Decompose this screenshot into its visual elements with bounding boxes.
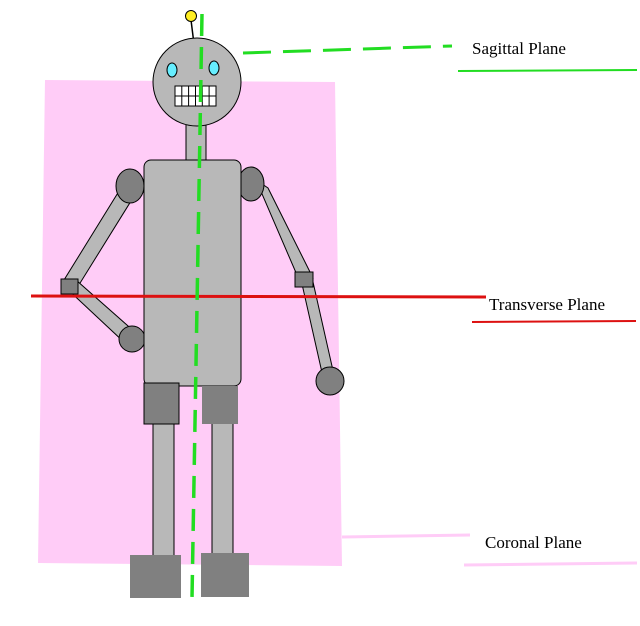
left-hip (144, 383, 179, 424)
transverse-plane-label: Transverse Plane (489, 295, 605, 314)
coronal-label-underline (464, 563, 637, 565)
right-hip (202, 386, 238, 424)
right-eye (209, 61, 219, 75)
left-shoulder (116, 169, 144, 203)
robot-torso (144, 160, 241, 386)
antenna-tip (186, 11, 197, 22)
sagittal-pointer-line (243, 46, 452, 53)
coronal-pointer-line (342, 535, 470, 537)
robot-mouth (175, 86, 216, 106)
right-elbow (295, 272, 313, 287)
right-foot (201, 553, 249, 597)
robot-head (153, 38, 241, 126)
transverse-label-underline (472, 321, 636, 322)
transverse-plane-line (31, 296, 486, 297)
left-hand (119, 326, 145, 352)
left-eye (167, 63, 177, 77)
right-leg (212, 420, 233, 560)
coronal-plane-label: Coronal Plane (485, 533, 582, 552)
left-leg (153, 420, 174, 560)
sagittal-label-underline (458, 70, 637, 71)
left-foot (130, 555, 181, 598)
sagittal-plane-label: Sagittal Plane (472, 39, 566, 58)
right-shoulder (238, 167, 264, 201)
left-elbow (61, 279, 78, 294)
right-hand (316, 367, 344, 395)
